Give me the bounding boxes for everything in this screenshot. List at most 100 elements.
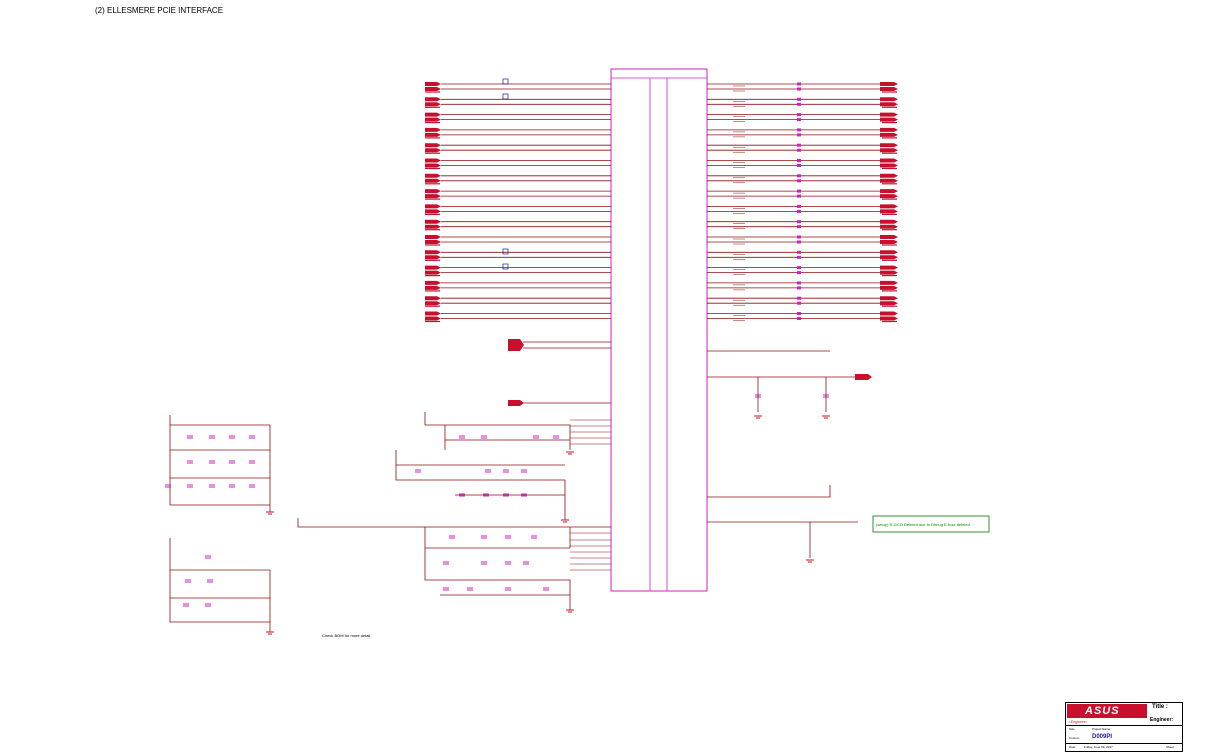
debug-note-box: (setup) R-GCO Deleted due to Debug E-fus… — [872, 515, 990, 533]
series-capacitor — [797, 118, 801, 122]
series-capacitor — [797, 209, 801, 213]
left-bus-port — [425, 178, 441, 183]
series-capacitor — [797, 133, 801, 137]
left-bus-port — [425, 219, 441, 224]
right-bus-port — [880, 173, 898, 178]
page-title: (2) ELLESMERE PCIE INTERFACE — [95, 6, 224, 15]
size-label: Size — [1069, 727, 1075, 731]
sheet-label: Sheet — [1166, 745, 1174, 749]
right-bus-port — [880, 132, 898, 137]
left-mid-ports — [508, 339, 611, 406]
right-bus-port — [880, 189, 898, 194]
test-point — [502, 263, 509, 270]
left-bus-port — [425, 163, 441, 168]
right-bus-port — [880, 255, 898, 260]
series-capacitor — [797, 235, 801, 239]
series-capacitor — [797, 225, 801, 229]
title-block: ASUS Title : Engineer: <Engineer> Size P… — [1065, 702, 1183, 752]
series-capacitor — [797, 204, 801, 208]
right-bus-port — [880, 224, 898, 229]
lower-left-power-network — [169, 412, 611, 632]
series-capacitor — [797, 174, 801, 178]
debug-note-text: (setup) R-GCO Deleted due to Debug E-fus… — [876, 522, 970, 527]
test-point — [502, 93, 509, 100]
right-bus-port — [880, 97, 898, 102]
right-bus-port — [880, 148, 898, 153]
ground-symbols — [266, 415, 830, 635]
project-label: Project Name — [1092, 727, 1111, 731]
left-bus-port — [425, 132, 441, 137]
left-bus-port — [425, 235, 441, 239]
left-bus-port — [425, 270, 441, 275]
left-bus-port — [425, 240, 441, 244]
right-bus-port — [880, 209, 898, 214]
left-bus-port — [425, 311, 441, 316]
left-bus-port — [425, 158, 441, 163]
right-bus-port — [880, 87, 898, 91]
series-capacitor — [797, 148, 801, 152]
test-point — [502, 78, 509, 85]
series-capacitor — [797, 159, 801, 162]
title-block-divider — [1066, 743, 1182, 744]
right-bus-port — [880, 178, 898, 183]
right-bus-port — [880, 311, 898, 316]
date-value: Friday, June 09, 2017 — [1084, 745, 1113, 749]
series-capacitor — [797, 220, 801, 224]
right-bus-port — [880, 158, 898, 163]
left-bus-port — [425, 102, 441, 107]
right-bus-port — [880, 102, 898, 107]
right-bus-port — [880, 316, 898, 321]
series-capacitor — [797, 312, 801, 315]
project-name: D009PI — [1092, 734, 1113, 740]
series-capacitor — [797, 97, 801, 101]
series-capacitor — [797, 266, 801, 270]
left-bus-port — [425, 316, 441, 321]
left-bus-port — [425, 194, 441, 199]
left-bus-port — [425, 224, 441, 229]
left-bus-port — [425, 265, 441, 270]
series-capacitor — [797, 301, 801, 305]
right-bus-port — [880, 82, 898, 86]
series-capacitor — [797, 281, 801, 285]
right-bus-port — [880, 285, 898, 290]
left-bus-port — [425, 127, 441, 132]
decoupling-capacitors — [165, 394, 829, 607]
left-bus-port — [425, 173, 441, 178]
right-bus-port — [880, 127, 898, 132]
series-capacitor — [797, 296, 801, 300]
left-pcie-bus — [425, 78, 611, 323]
right-bus-port — [880, 301, 898, 306]
series-capacitor — [797, 240, 801, 244]
right-bus-port — [880, 194, 898, 199]
right-bus-port — [880, 112, 898, 117]
right-pcie-bus — [707, 82, 898, 323]
right-bus-port — [880, 250, 898, 255]
logo-text: ASUS — [1085, 705, 1120, 717]
title-block-divider — [1066, 725, 1182, 726]
right-bus-port — [880, 296, 898, 301]
right-bus-port — [880, 280, 898, 285]
series-capacitor — [797, 317, 801, 320]
asus-logo: ASUS — [1067, 704, 1147, 718]
series-capacitor — [797, 164, 801, 167]
left-bus-port — [425, 204, 441, 209]
series-capacitor — [797, 128, 801, 132]
left-bus-port — [425, 87, 441, 91]
series-capacitor — [797, 143, 801, 147]
left-bus-port — [425, 97, 441, 102]
right-bus-port — [880, 265, 898, 270]
right-bus-port — [880, 270, 898, 275]
series-capacitor — [797, 286, 801, 290]
left-bus-port — [425, 250, 441, 255]
series-capacitor — [797, 189, 801, 193]
left-bus-port — [425, 189, 441, 194]
test-point — [502, 248, 509, 255]
right-bus-port — [880, 204, 898, 209]
series-capacitor — [797, 194, 801, 198]
left-bus-port — [425, 112, 441, 117]
bom-note: Check BOM for more detail — [322, 633, 370, 638]
right-misc-circuits — [707, 350, 872, 558]
left-bus-port — [425, 301, 441, 306]
series-capacitor — [797, 82, 801, 86]
